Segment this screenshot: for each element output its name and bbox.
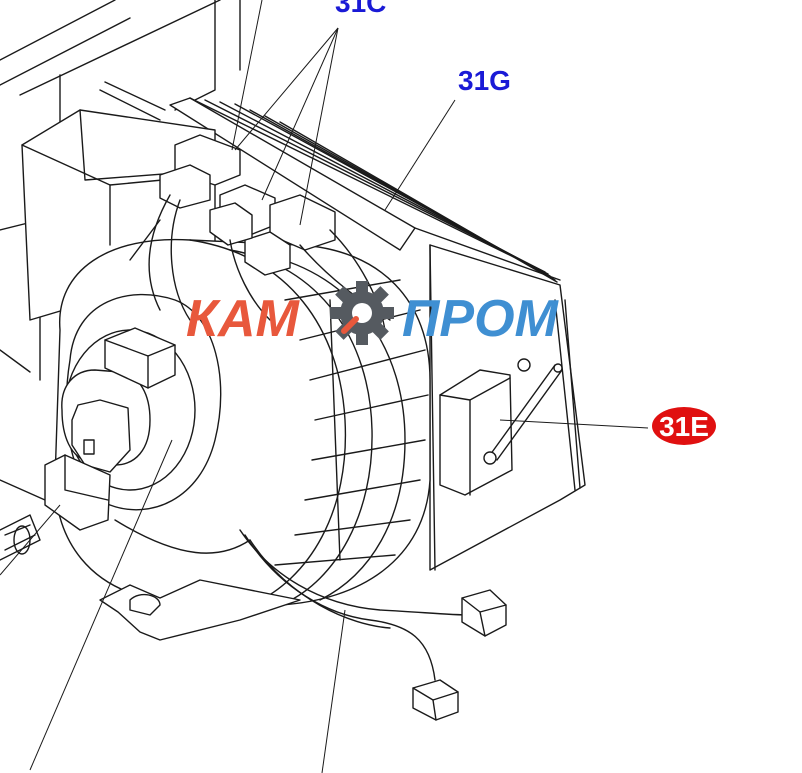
terminal-block — [439, 358, 563, 496]
wiring-harness — [114, 519, 507, 721]
watermark-right-text: ПРОМ — [402, 290, 560, 348]
connectors — [129, 134, 391, 331]
watermark-left-text: КАМ — [186, 290, 301, 348]
watermark-logo: КАМ ПРОМ — [186, 281, 560, 348]
gear-icon — [330, 281, 394, 345]
callout-31e: 31E — [659, 411, 709, 442]
end-cap — [61, 293, 222, 511]
callout-31e-badge: 31E — [652, 407, 716, 445]
callout-31g: 31G — [458, 65, 511, 96]
leader-lines — [0, 0, 649, 773]
hose — [0, 514, 41, 561]
heat-sink — [99, 81, 561, 283]
callout-31c: 31C — [335, 0, 386, 18]
motor-base — [44, 454, 301, 641]
